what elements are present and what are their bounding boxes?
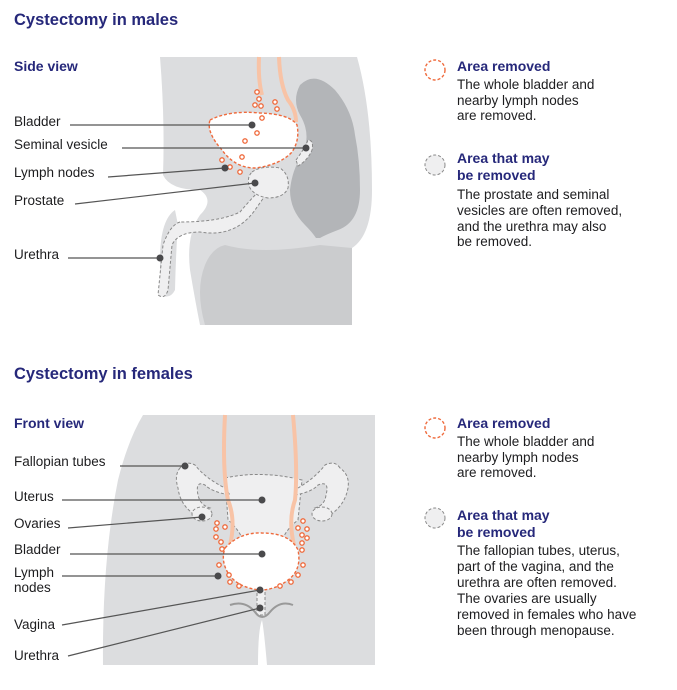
label-ovaries: Ovaries [14,516,61,531]
male-title: Cystectomy in males [14,11,178,29]
label-lymph-nodes: Lymph nodes [14,165,95,180]
svg-text:nearby lymph nodes: nearby lymph nodes [457,450,579,465]
svg-text:The fallopian tubes, uterus,: The fallopian tubes, uterus, [457,543,620,558]
female-leaders [61,462,266,657]
svg-text:nearby lymph nodes: nearby lymph nodes [457,93,579,108]
removed-swatch-icon [424,417,446,439]
maybe-removed-swatch-icon [424,154,446,176]
svg-text:Area that may: Area that may [457,150,550,166]
label-bladder-female: Bladder [14,542,61,557]
svg-text:been through menopause.: been through menopause. [457,623,615,638]
label-bladder: Bladder [14,114,61,129]
svg-text:be removed: be removed [457,167,536,183]
female-view-label: Front view [14,415,84,431]
svg-text:The prostate and seminal: The prostate and seminal [457,187,609,202]
label-uterus: Uterus [14,489,54,504]
svg-text:Area removed: Area removed [457,58,550,74]
svg-text:and the urethra may also: and the urethra may also [457,219,606,234]
label-lymph: Lymph [14,565,54,580]
label-urethra-female: Urethra [14,648,60,663]
svg-text:The ovaries are usually: The ovaries are usually [457,591,597,606]
female-title: Cystectomy in females [14,365,193,383]
label-fallopian-tubes: Fallopian tubes [14,454,106,469]
female-legend: Area removed The whole bladder and nearb… [424,415,636,638]
female-lymph-nodes [213,518,310,589]
label-nodes: nodes [14,580,51,595]
removed-swatch-icon [424,59,446,81]
svg-text:Area that may: Area that may [457,507,550,523]
svg-text:The whole bladder and: The whole bladder and [457,434,594,449]
label-seminal-vesicle: Seminal vesicle [14,137,108,152]
svg-text:The whole bladder and: The whole bladder and [457,77,594,92]
male-view-label: Side view [14,58,78,74]
svg-text:are removed.: are removed. [457,465,537,480]
svg-text:be removed: be removed [457,524,536,540]
svg-text:are removed.: are removed. [457,108,537,123]
svg-text:be removed.: be removed. [457,234,532,249]
male-lymph-nodes [219,89,280,175]
svg-text:part of the vagina, and the: part of the vagina, and the [457,559,614,574]
male-legend: Area removed The whole bladder and nearb… [424,58,622,249]
svg-text:vesicles are often removed,: vesicles are often removed, [457,203,622,218]
maybe-removed-swatch-icon [424,507,446,529]
label-urethra: Urethra [14,247,60,262]
male-leaders [68,121,310,262]
svg-text:Area removed: Area removed [457,415,550,431]
female-body-illustration [102,414,376,665]
label-vagina: Vagina [14,617,56,632]
svg-text:urethra are often removed.: urethra are often removed. [457,575,617,590]
svg-text:removed in females who have: removed in females who have [457,607,636,622]
label-prostate: Prostate [14,193,64,208]
